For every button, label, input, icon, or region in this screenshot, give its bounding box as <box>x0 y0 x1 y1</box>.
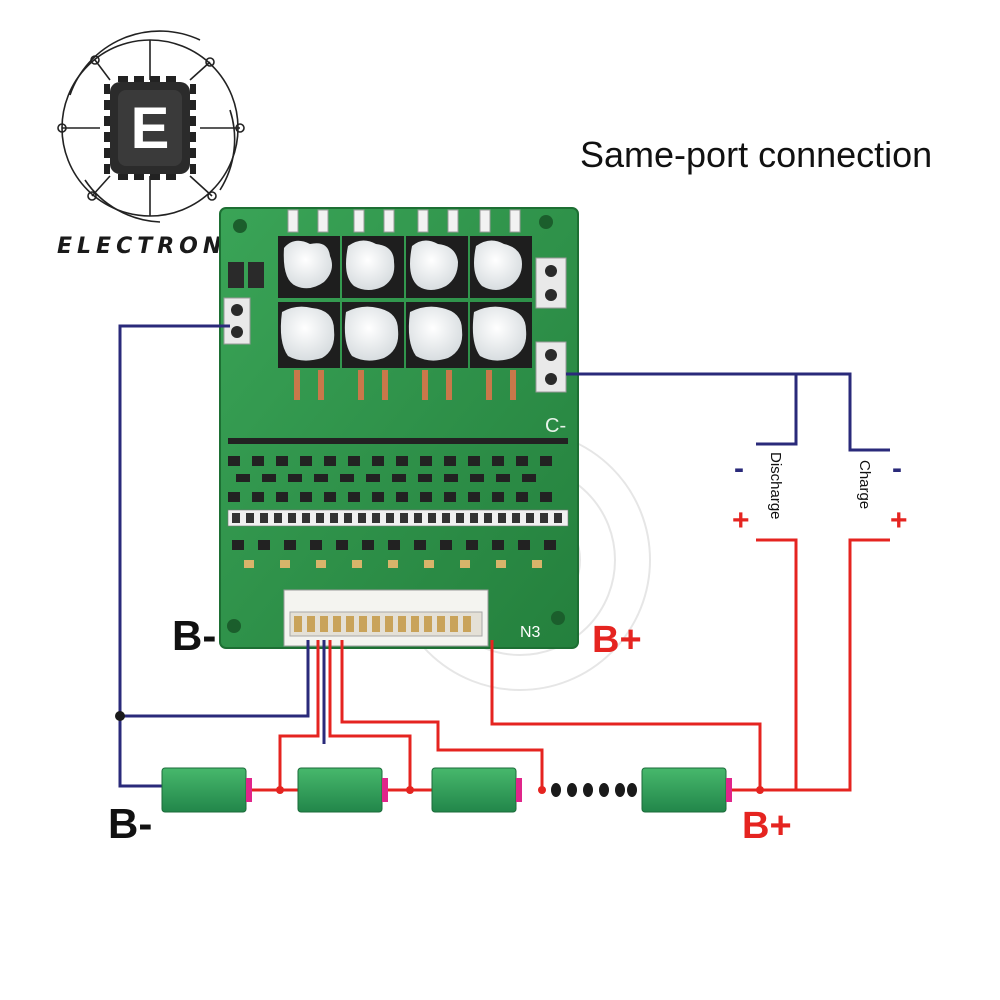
resistor-strip <box>227 509 569 527</box>
pad-right-bottom <box>535 341 567 393</box>
bms-board: C- N3 <box>219 207 579 649</box>
pad-right-top <box>535 257 567 309</box>
charge-plus-sign: + <box>890 504 908 537</box>
balance-wires <box>248 538 890 792</box>
battery-cell <box>297 767 388 813</box>
pack-b-plus-label: B+ <box>742 805 792 847</box>
charge-minus-sign: - <box>892 452 902 485</box>
charge-label: Charge <box>856 460 873 509</box>
charge-terminal: - + Charge <box>856 452 908 537</box>
page-title: Same-port connection <box>580 134 932 175</box>
pad-left <box>223 297 251 345</box>
battery-cell <box>161 767 252 813</box>
brand-logo: E ELECTRONIC <box>57 30 256 259</box>
discharge-terminal: - + Discharge <box>732 452 784 537</box>
battery-cell <box>431 767 522 813</box>
board-b-plus-label: B+ <box>592 619 642 661</box>
junction-dot <box>115 711 125 721</box>
mosfet-row-top <box>278 236 532 298</box>
ellipsis-dots <box>551 783 637 797</box>
discharge-minus-sign: - <box>734 452 744 485</box>
pack-b-minus-label: B- <box>108 800 152 847</box>
discharge-label: Discharge <box>767 452 784 520</box>
battery-cell <box>641 767 732 813</box>
negative-wires <box>118 324 890 788</box>
smd-components <box>228 438 568 550</box>
discharge-plus-sign: + <box>732 504 750 537</box>
pad-label-p: C- <box>545 415 566 437</box>
balance-connector <box>283 589 489 647</box>
mosfet-row-bottom <box>278 302 532 368</box>
connector-label: N3 <box>520 624 541 641</box>
board-b-minus-label: B- <box>172 612 216 659</box>
logo-letter: E <box>131 96 170 161</box>
